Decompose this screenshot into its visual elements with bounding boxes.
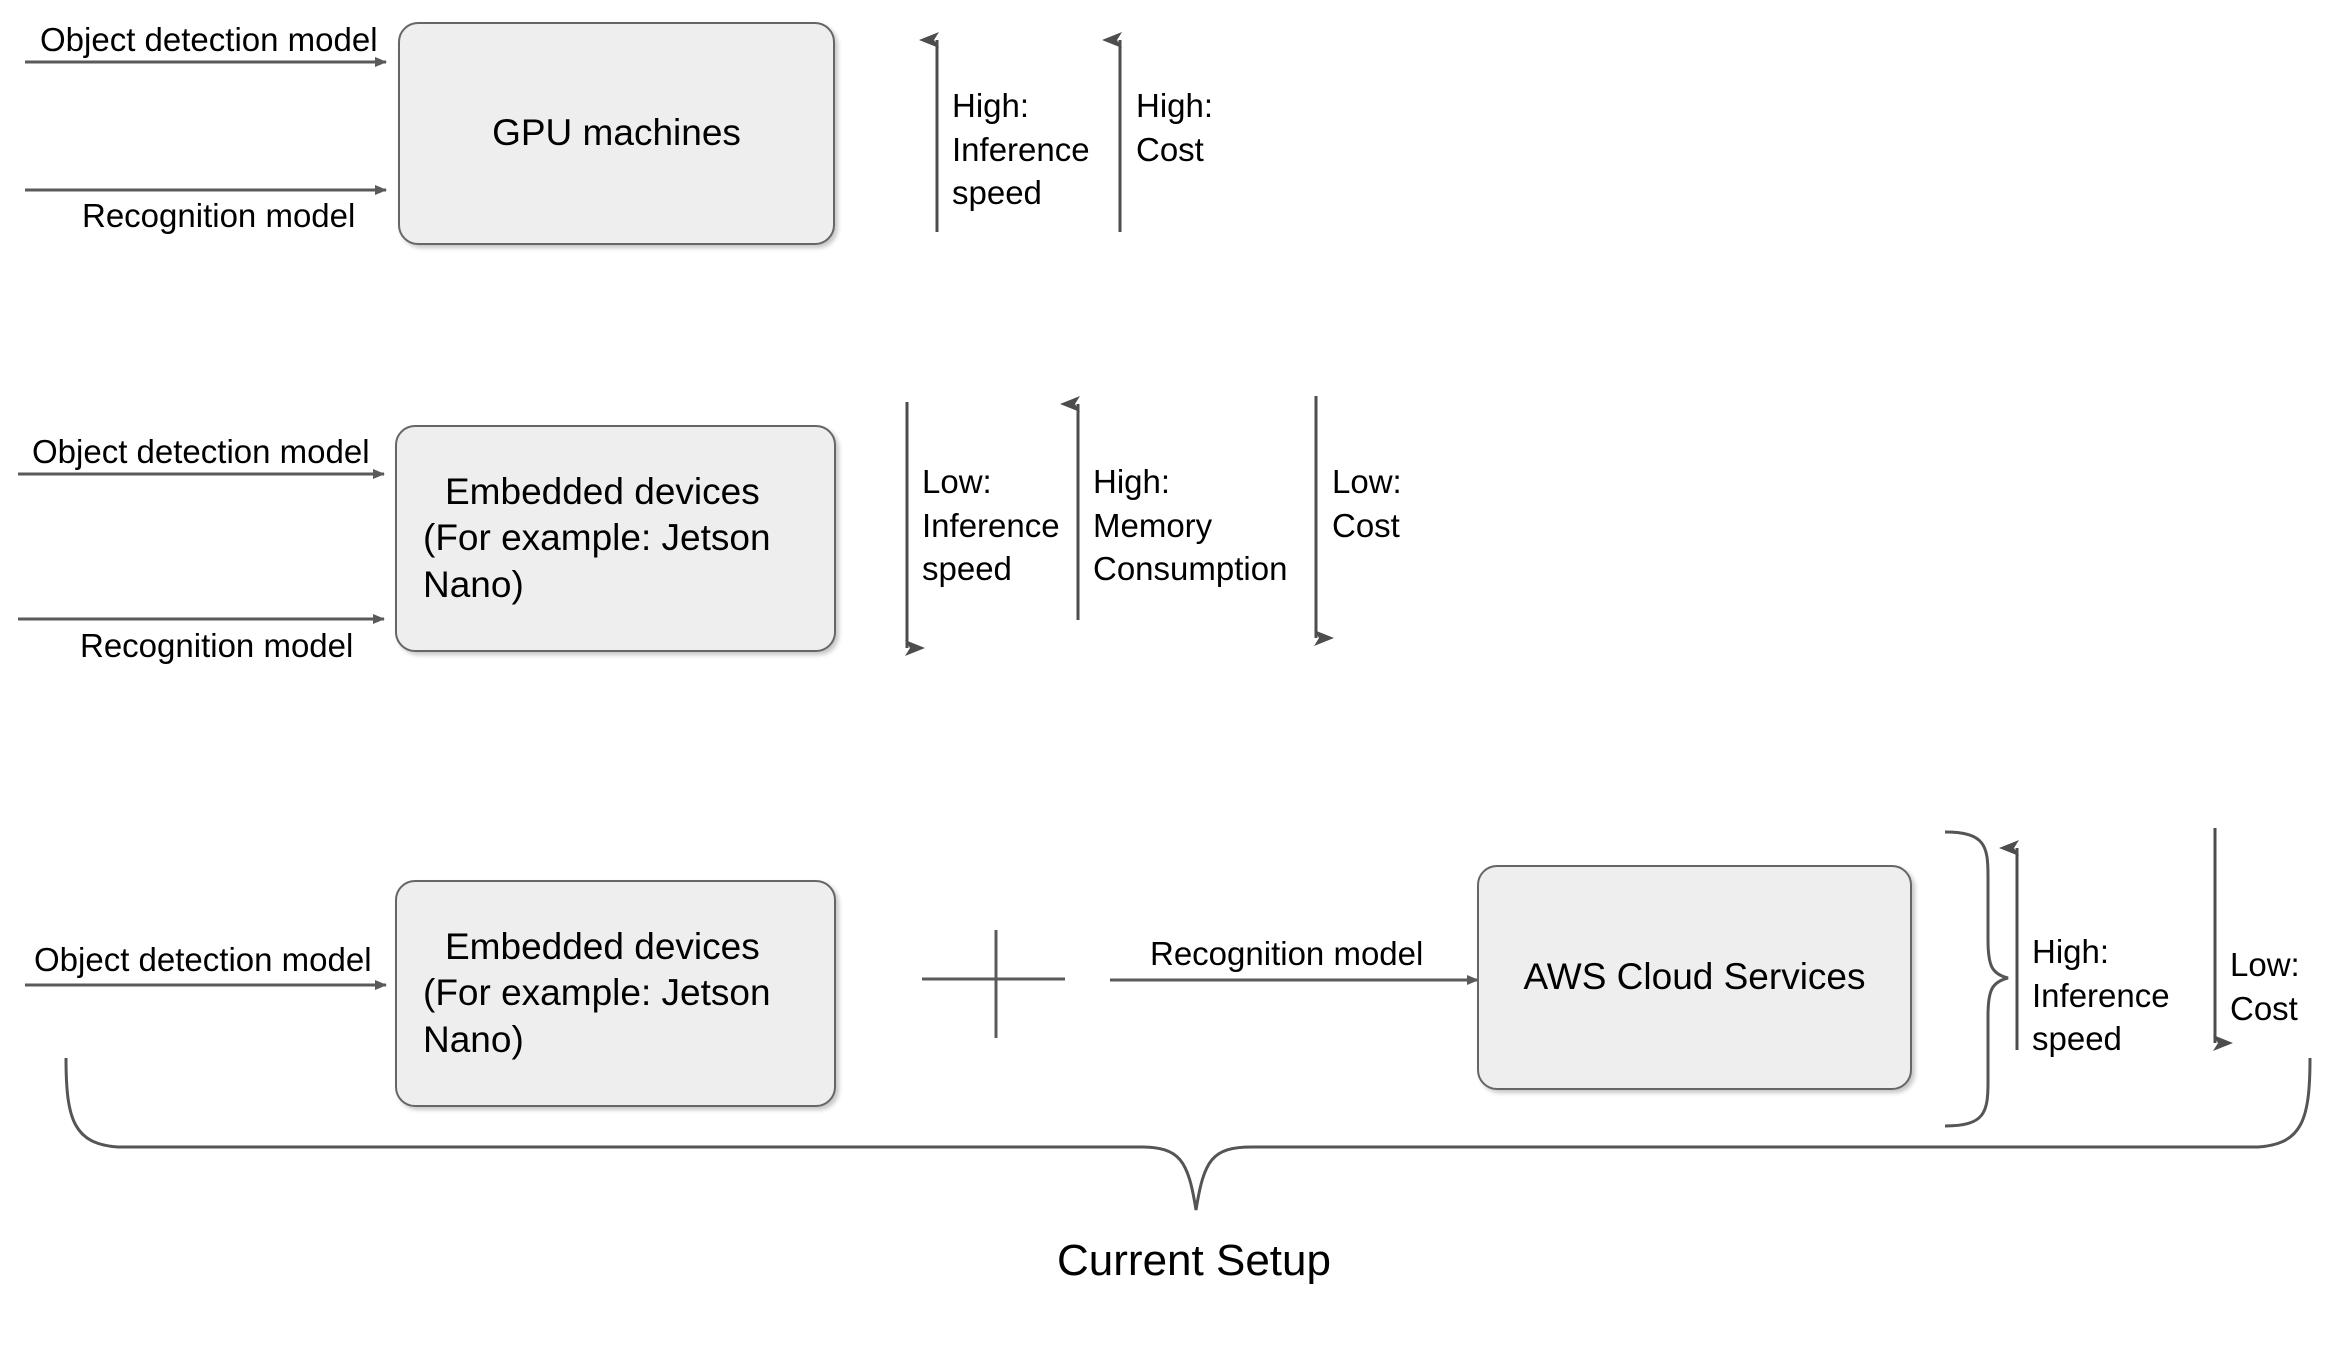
metric-line-1: High: — [1093, 463, 1171, 500]
node-embedded-devices-row3[interactable]: Embedded devices (For example: Jetson Na… — [395, 880, 836, 1107]
metric-line-1: High: — [2032, 933, 2110, 970]
metric-line-3: speed — [952, 174, 1042, 212]
node-label-line-3: Nano) — [423, 1018, 524, 1060]
node-aws-cloud-services-label: AWS Cloud Services — [1523, 956, 1866, 998]
metric-line-2: Inference — [952, 130, 1090, 168]
current-setup-label: Current Setup — [1057, 1236, 1331, 1285]
metric-line-2: Cost — [1136, 130, 1204, 168]
node-gpu-machines[interactable]: GPU machines — [398, 22, 835, 245]
edge-label-recognition-model-row2: Recognition model — [80, 627, 354, 664]
node-aws-cloud-services[interactable]: AWS Cloud Services — [1477, 865, 1912, 1090]
metric-line-1: High: — [1136, 87, 1214, 124]
metric-line-2: Cost — [1332, 506, 1400, 544]
metric-line-2: Cost — [2230, 989, 2298, 1027]
edge-label-object-detection-model-row2: Object detection model — [32, 433, 370, 470]
metric-label-cost-row2: Low: Cost — [1332, 460, 1402, 547]
node-label-line-1: Embedded devices — [445, 470, 760, 512]
metric-line-1: Low: — [2230, 946, 2300, 983]
metric-label-memory-consumption-row2: High: Memory Consumption — [1093, 460, 1287, 591]
node-embedded-devices-label-row3: Embedded devices (For example: Jetson Na… — [423, 924, 808, 1064]
metric-label-cost-row1: High: Cost — [1136, 84, 1213, 171]
metric-line-2: Inference — [922, 506, 1060, 544]
node-gpu-machines-label: GPU machines — [492, 112, 741, 154]
edge-label-object-detection-model-row1: Object detection model — [40, 21, 378, 58]
node-label-line-2: (For example: Jetson — [423, 972, 771, 1014]
node-label-line-1: Embedded devices — [445, 925, 760, 967]
metric-line-3: Consumption — [1093, 550, 1288, 588]
metric-line-2: Memory — [1093, 506, 1213, 544]
plus-icon — [922, 930, 1065, 1038]
node-embedded-devices-label-row2: Embedded devices (For example: Jetson Na… — [423, 469, 808, 609]
metric-line-1: High: — [952, 87, 1030, 124]
node-embedded-devices-row2[interactable]: Embedded devices (For example: Jetson Na… — [395, 425, 836, 652]
metric-label-inference-speed-row2: Low: Inference speed — [922, 460, 1060, 591]
aws-curly-brace — [1944, 830, 2009, 1128]
metric-label-inference-speed-row1: High: Inference speed — [952, 84, 1090, 215]
metric-label-inference-speed-row3: High: Inference speed — [2032, 930, 2170, 1061]
metric-line-2: Inference — [2032, 976, 2170, 1014]
node-label-line-3: Nano) — [423, 563, 524, 605]
node-label-line-2: (For example: Jetson — [423, 517, 771, 559]
metric-line-1: Low: — [922, 463, 992, 500]
metric-line-3: speed — [922, 550, 1012, 588]
edge-label-object-detection-model-row3: Object detection model — [34, 941, 372, 978]
edge-label-recognition-model-row1: Recognition model — [82, 197, 356, 234]
metric-line-3: speed — [2032, 1020, 2122, 1058]
edge-label-recognition-model-row3: Recognition model — [1150, 935, 1424, 972]
metric-line-1: Low: — [1332, 463, 1402, 500]
current-setup-brace — [64, 1057, 2312, 1211]
metric-label-cost-row3: Low: Cost — [2230, 943, 2300, 1030]
